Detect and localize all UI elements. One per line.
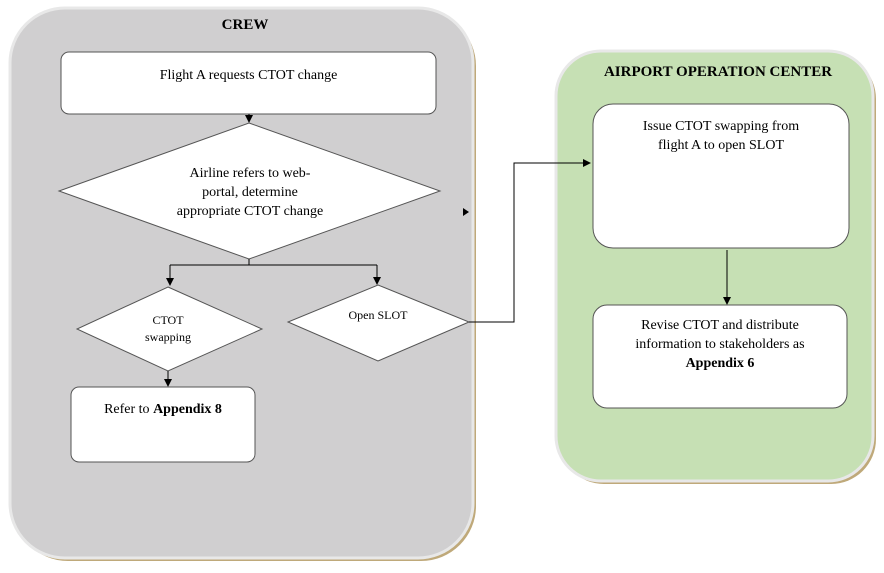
arrow-open-slot-to-aoc bbox=[469, 159, 591, 323]
crew-lane-title: CREW bbox=[221, 17, 269, 33]
flight-request-label: Flight A requests CTOT change bbox=[159, 68, 338, 83]
stray-arrowhead bbox=[463, 208, 469, 216]
ctot-swapping-label: CTOT swapping bbox=[145, 313, 191, 344]
airline-decision-label: Airline refers to web- portal, determine… bbox=[176, 166, 324, 219]
appendix8-label: Refer to Appendix 8 bbox=[104, 402, 222, 417]
open-slot-diamond bbox=[286, 284, 471, 362]
appendix8-box bbox=[70, 386, 256, 463]
aoc-lane-title: AIRPORT OPERATION CENTER bbox=[603, 64, 833, 80]
revise-ctot-label: Revise CTOT and distribute information t… bbox=[635, 318, 805, 371]
open-slot-label: Open SLOT bbox=[348, 308, 408, 322]
issue-swap-label: Issue CTOT swapping from flight A to ope… bbox=[642, 119, 800, 153]
revise-ctot-box bbox=[592, 304, 848, 409]
issue-swap-box bbox=[592, 103, 850, 249]
